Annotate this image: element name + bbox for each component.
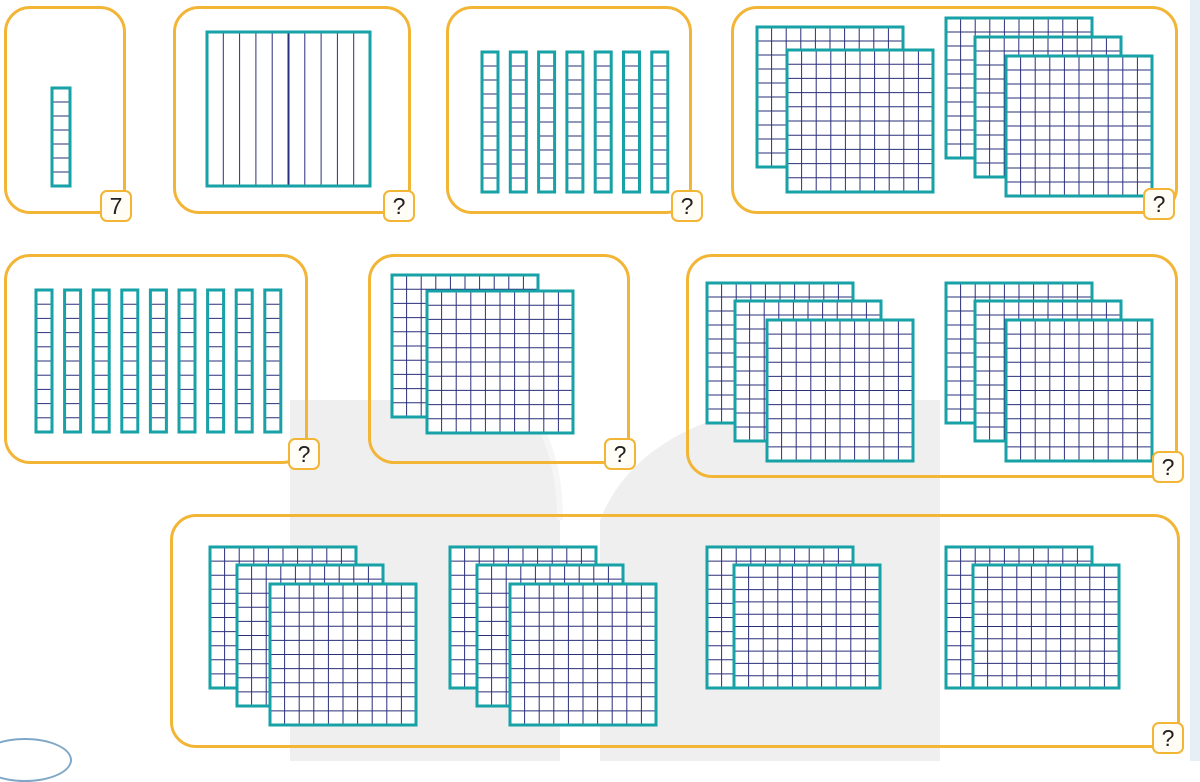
g8a-square-3	[270, 584, 416, 725]
ten-rod-row2-2	[65, 290, 81, 432]
ten-rod-row2-5	[150, 290, 166, 432]
answer-badge-8[interactable]: ?	[1152, 722, 1184, 754]
answer-badge-6[interactable]: ?	[604, 438, 636, 470]
g7b-square-3	[1006, 320, 1152, 461]
ten-rod-row2-7	[208, 290, 224, 432]
ten-rod-6	[624, 52, 640, 192]
ten-rod-row2-9	[265, 290, 281, 432]
ten-rod-3	[539, 52, 555, 192]
answer-badge-2[interactable]: ?	[383, 190, 415, 222]
answer-badge-1[interactable]: 7	[100, 190, 132, 222]
unit-cubes-column	[52, 88, 70, 186]
ten-rods-square	[207, 32, 370, 186]
ten-rod-4	[567, 52, 583, 192]
g8c-square-2	[734, 565, 880, 688]
ten-rod-7	[652, 52, 668, 192]
answer-badge-4[interactable]: ?	[1143, 188, 1175, 220]
g8b-square-3	[510, 584, 656, 725]
base-ten-blocks	[0, 0, 1200, 761]
ten-rod-2	[510, 52, 526, 192]
g7a-square-3	[767, 320, 913, 461]
ten-rod-row2-6	[179, 290, 195, 432]
ten-rod-row2-1	[36, 290, 52, 432]
g8d-square-2	[973, 565, 1119, 688]
ten-rod-row2-4	[122, 290, 138, 432]
ten-rod-5	[595, 52, 611, 192]
answer-badge-3[interactable]: ?	[671, 190, 703, 222]
answer-badge-5[interactable]: ?	[288, 438, 320, 470]
g4b-square-3	[1006, 56, 1152, 196]
answer-badge-7[interactable]: ?	[1152, 451, 1184, 483]
ten-rod-1	[482, 52, 498, 192]
g6-square-2	[427, 291, 573, 433]
ten-rod-row2-3	[93, 290, 109, 432]
g4a-square-2	[787, 50, 933, 192]
ten-rod-row2-8	[236, 290, 252, 432]
